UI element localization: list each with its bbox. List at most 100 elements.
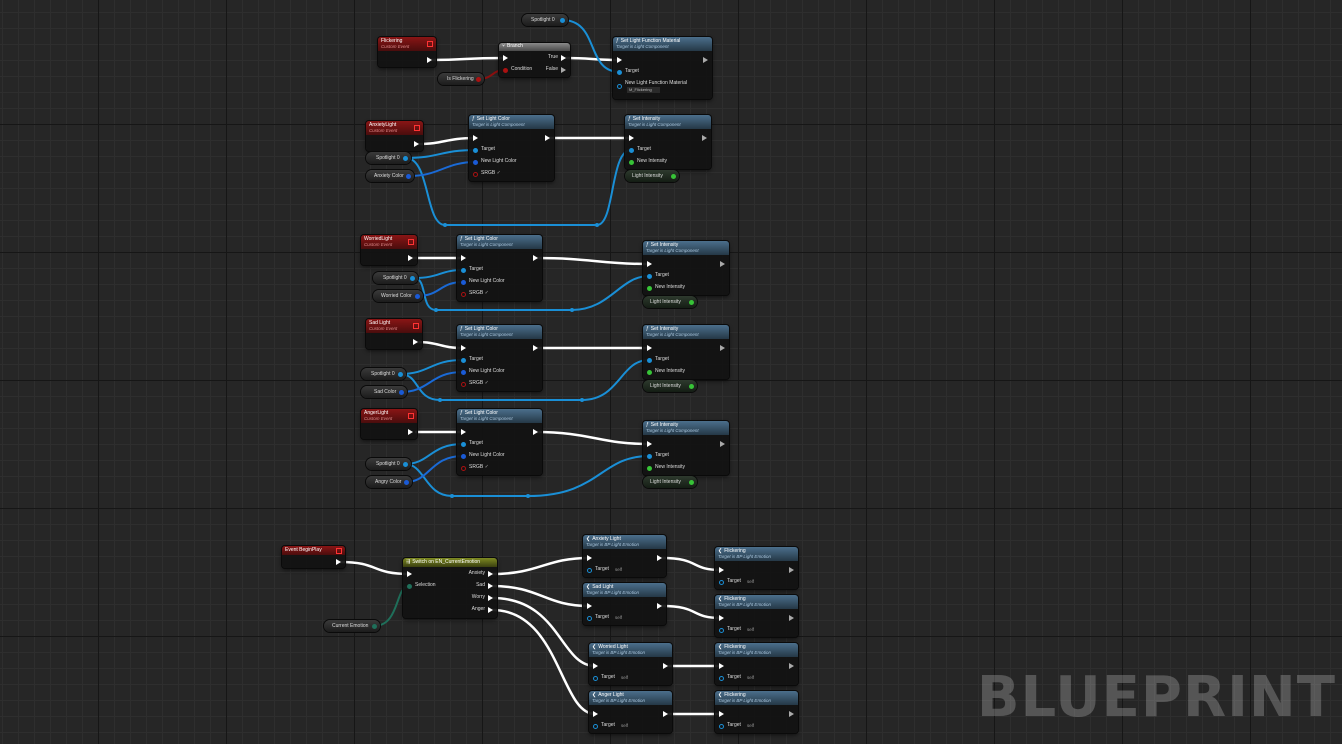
spotlight-variable[interactable]: Spotlight 0 xyxy=(361,368,406,380)
object-pin[interactable] xyxy=(398,371,403,377)
delegate-pin[interactable] xyxy=(408,413,414,419)
exec-out-pin[interactable] xyxy=(789,663,794,669)
intensity-pin[interactable] xyxy=(647,285,652,291)
enum-pin[interactable] xyxy=(372,623,377,629)
srgb-pin[interactable] xyxy=(461,291,466,297)
checkbox-icon[interactable]: ✓ xyxy=(496,170,501,176)
color-pin[interactable] xyxy=(473,159,478,165)
object-pin[interactable] xyxy=(410,275,415,281)
target-pin[interactable] xyxy=(461,441,466,447)
sad-light-call-node[interactable]: ❮Sad Light Target is BP Light Emotion Ta… xyxy=(583,583,666,625)
float-pin[interactable] xyxy=(689,479,694,485)
target-pin[interactable] xyxy=(719,675,724,681)
exec-in-pin[interactable] xyxy=(587,555,592,561)
target-pin[interactable] xyxy=(617,69,622,75)
exec-in-pin[interactable] xyxy=(647,441,652,447)
exec-out-pin[interactable] xyxy=(789,711,794,717)
intensity-pin[interactable] xyxy=(647,369,652,375)
target-pin[interactable] xyxy=(593,675,598,681)
target-pin[interactable] xyxy=(593,723,598,729)
delegate-pin[interactable] xyxy=(427,41,433,47)
exec-out-pin[interactable] xyxy=(702,135,707,141)
current-emotion-variable[interactable]: Current Emotion xyxy=(324,620,380,632)
target-pin[interactable] xyxy=(647,357,652,363)
exec-out-pin[interactable] xyxy=(414,141,419,147)
switch-on-emotion-node[interactable]: ⇶Switch on EN_CurrentEmotion Selection A… xyxy=(403,558,497,618)
exec-out-pin[interactable] xyxy=(408,255,413,261)
float-pin[interactable] xyxy=(689,299,694,305)
false-exec-pin[interactable] xyxy=(561,67,566,73)
light-intensity-variable[interactable]: Light Intensity xyxy=(643,476,697,488)
exec-out-pin[interactable] xyxy=(427,57,432,63)
exec-in-pin[interactable] xyxy=(407,571,412,577)
exec-out-pin[interactable] xyxy=(336,559,341,565)
exec-out-pin[interactable] xyxy=(663,663,668,669)
condition-pin[interactable] xyxy=(503,67,508,73)
is-flickering-variable[interactable]: Is Flickering xyxy=(438,73,484,85)
exec-out-pin[interactable] xyxy=(720,261,725,267)
intensity-pin[interactable] xyxy=(647,465,652,471)
object-pin[interactable] xyxy=(403,461,408,467)
anxiety-color-variable[interactable]: Anxiety Color xyxy=(366,170,414,182)
exec-out-pin[interactable] xyxy=(408,429,413,435)
target-pin[interactable] xyxy=(719,723,724,729)
target-pin[interactable] xyxy=(587,567,592,573)
true-exec-pin[interactable] xyxy=(561,55,566,61)
target-pin[interactable] xyxy=(647,273,652,279)
color-pin[interactable] xyxy=(461,369,466,375)
anger-exec-pin[interactable] xyxy=(488,607,493,613)
exec-in-pin[interactable] xyxy=(461,345,466,351)
worried-light-call-node[interactable]: ❮Worried Light Target is BP Light Emotio… xyxy=(589,643,672,685)
spotlight-variable[interactable]: Spotlight 0 xyxy=(366,152,411,164)
exec-in-pin[interactable] xyxy=(719,663,724,669)
flickering-call-node[interactable]: ❮Flickering Target is BP Light Emotion T… xyxy=(715,643,798,685)
light-intensity-variable[interactable]: Light Intensity xyxy=(643,296,697,308)
exec-in-pin[interactable] xyxy=(719,711,724,717)
color-pin[interactable] xyxy=(461,279,466,285)
target-pin[interactable] xyxy=(647,453,652,459)
begin-play-event-node[interactable]: Event BeginPlay xyxy=(282,546,345,568)
struct-pin[interactable] xyxy=(406,173,411,179)
delegate-pin[interactable] xyxy=(413,323,419,329)
exec-in-pin[interactable] xyxy=(461,255,466,261)
float-pin[interactable] xyxy=(689,383,694,389)
spotlight-variable[interactable]: Spotlight 0 xyxy=(522,14,568,26)
exec-in-pin[interactable] xyxy=(473,135,478,141)
checkbox-icon[interactable]: ✓ xyxy=(484,464,489,470)
exec-out-pin[interactable] xyxy=(720,441,725,447)
exec-in-pin[interactable] xyxy=(587,603,592,609)
exec-out-pin[interactable] xyxy=(657,555,662,561)
exec-in-pin[interactable] xyxy=(629,135,634,141)
exec-out-pin[interactable] xyxy=(533,255,538,261)
anxiety-light-event-node[interactable]: AnxietyLight Custom Event xyxy=(366,121,423,151)
srgb-pin[interactable] xyxy=(473,171,478,177)
spotlight-variable[interactable]: Spotlight 0 xyxy=(366,458,411,470)
exec-out-pin[interactable] xyxy=(657,603,662,609)
struct-pin[interactable] xyxy=(404,479,409,485)
flickering-call-node[interactable]: ❮Flickering Target is BP Light Emotion T… xyxy=(715,691,798,733)
exec-in-pin[interactable] xyxy=(719,567,724,573)
exec-out-pin[interactable] xyxy=(545,135,550,141)
branch-node[interactable]: ⑂Branch True Condition False xyxy=(499,43,570,77)
sad-light-event-node[interactable]: Sad Light Custom Event xyxy=(366,319,422,349)
srgb-pin[interactable] xyxy=(461,465,466,471)
light-intensity-variable[interactable]: Light Intensity xyxy=(625,170,679,182)
flickering-call-node[interactable]: ❮Flickering Target is BP Light Emotion T… xyxy=(715,595,798,637)
delegate-pin[interactable] xyxy=(414,125,420,131)
exec-in-pin[interactable] xyxy=(593,711,598,717)
worried-light-event-node[interactable]: WorriedLight Custom Event xyxy=(361,235,417,265)
material-pin[interactable] xyxy=(617,84,622,89)
angry-color-variable[interactable]: Angry Color xyxy=(366,476,412,488)
target-pin[interactable] xyxy=(473,147,478,153)
exec-in-pin[interactable] xyxy=(617,57,622,63)
target-pin[interactable] xyxy=(461,267,466,273)
light-intensity-variable[interactable]: Light Intensity xyxy=(643,380,697,392)
target-pin[interactable] xyxy=(719,579,724,585)
